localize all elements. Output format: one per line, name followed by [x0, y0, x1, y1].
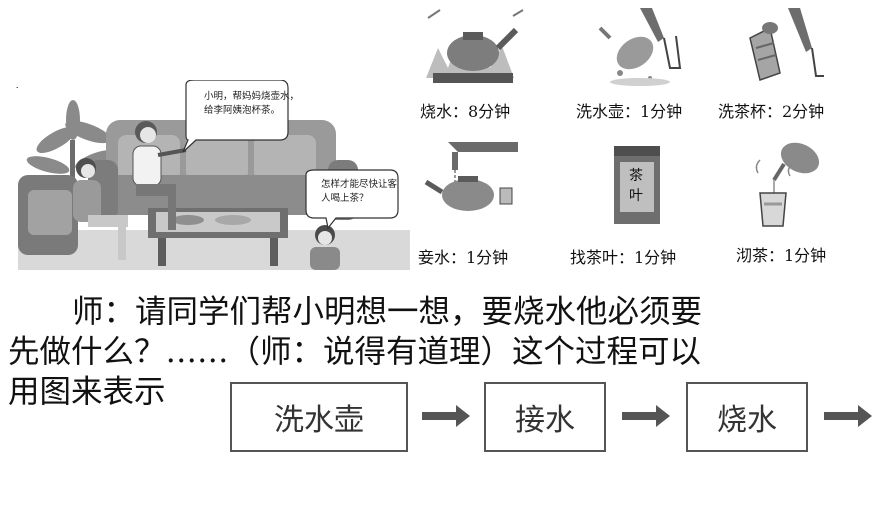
kettle-on-stove-icon [426, 9, 524, 83]
tea-tin-label-1: 茶 [629, 168, 643, 184]
caption-wash-kettle: 洗水壶：1分钟 [576, 102, 683, 121]
arrow-right-icon [622, 405, 670, 427]
lesson-line-1: 师：请同学们帮小明想一想，要烧水他必须要 [72, 294, 703, 330]
armchair-icon [18, 175, 78, 255]
tea-tin-label-2: 叶 [629, 188, 643, 204]
mother-figure-icon [132, 121, 187, 230]
washing-kettle-icon [598, 8, 682, 86]
activity-boil-water: 烧水：8分钟 [418, 8, 528, 121]
guest-figure-icon [73, 158, 128, 260]
caption-find-tea: 找茶叶：1分钟 [570, 248, 677, 267]
speech-bubble-boy: 怎样才能尽快让客人喝上茶？ [321, 179, 398, 204]
pouring-tea-icon [755, 142, 820, 227]
speech-bubble-mother: 小明，帮妈妈烧壶水，给李阿姨泡杯茶。 [204, 91, 300, 116]
lesson-text: 师：请同学们帮小明想一想，要烧水他必须要 先做什么？……（师：说得有道理）这个过… [8, 292, 888, 412]
living-room-illustration: 小明，帮妈妈烧壶水，给李阿姨泡杯茶。 怎样才能尽快让客人喝上茶？ [18, 80, 410, 270]
caption-fill-water: 妾水：1分钟 [418, 248, 509, 267]
arrow-right-icon [824, 405, 872, 427]
caption-wash-cup: 洗茶杯：2分钟 [718, 102, 825, 121]
caption-boil-water: 烧水：8分钟 [420, 102, 511, 121]
activity-fill-water: 妾水：1分钟 [418, 140, 528, 267]
boy-figure-icon [310, 225, 340, 270]
washing-cup-icon [749, 8, 824, 81]
caption-brew-tea: 沏茶：1分钟 [736, 246, 827, 265]
arrow-right-icon [422, 405, 470, 427]
lesson-line-3: 用图来表示 [8, 374, 166, 410]
filling-kettle-icon [424, 142, 518, 211]
flow-step-boil-water: 烧水 [686, 382, 808, 452]
activity-wash-kettle: 洗水壶：1分钟 [576, 8, 700, 121]
tea-tin-icon [614, 146, 660, 224]
activity-find-tea: 茶 叶 找茶叶：1分钟 [570, 146, 676, 267]
activity-brew-tea: 沏茶：1分钟 [736, 138, 830, 265]
flow-step-wash-kettle: 洗水壶 [230, 382, 408, 452]
lesson-line-2: 先做什么？……（师：说得有道理）这个过程可以 [8, 334, 702, 370]
flow-step-fill-water: 接水 [484, 382, 606, 452]
activity-wash-cup: 洗茶杯：2分钟 [718, 8, 840, 121]
